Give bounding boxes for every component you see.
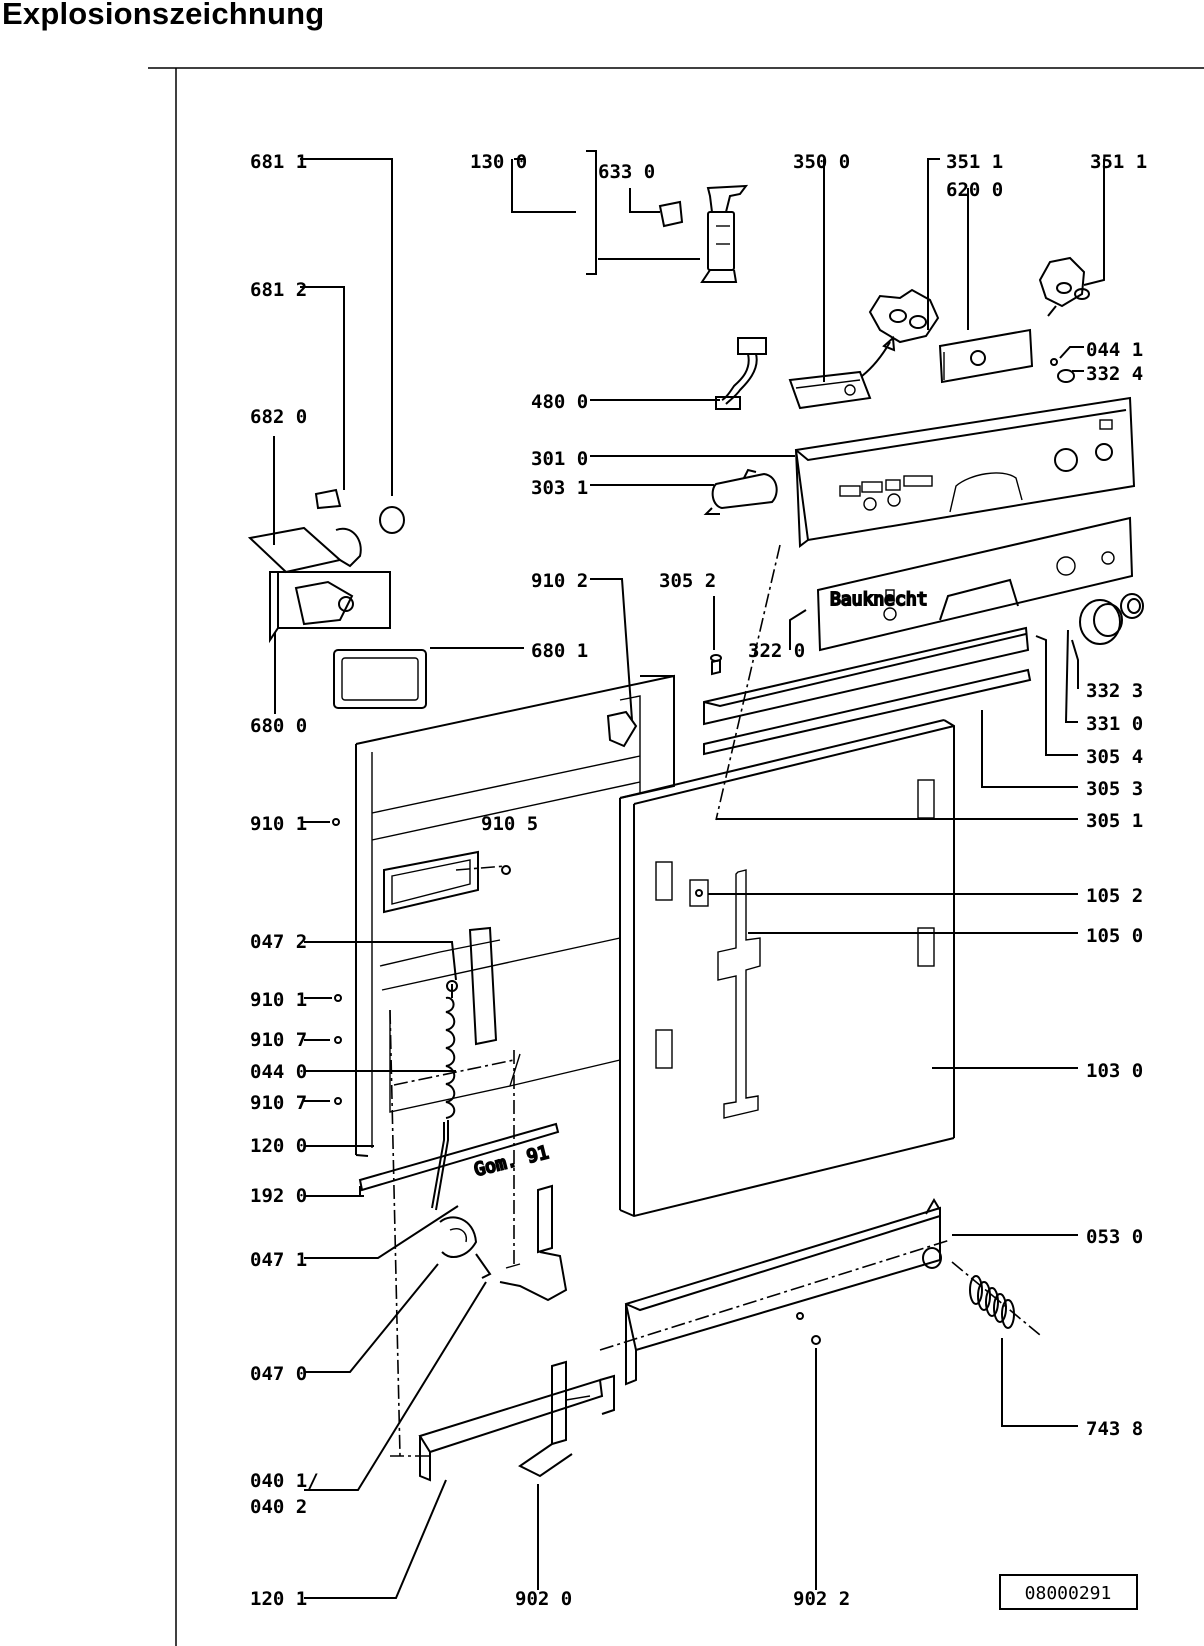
label-350-0: 350 0 <box>793 151 850 173</box>
assembly-axes <box>389 544 1041 1457</box>
label-910-5: 910 5 <box>481 813 538 835</box>
cable-harness-part <box>715 337 767 410</box>
label-040-1: 040 1/ <box>250 1470 319 1492</box>
knob-part <box>1079 593 1144 645</box>
label-120-1: 120 1 <box>250 1588 307 1610</box>
brand-mark: Bauknecht <box>830 589 928 610</box>
label-633-0: 633 0 <box>598 161 655 183</box>
label-902-0: 902 0 <box>515 1588 572 1610</box>
label-620-0: 620 0 <box>946 179 1003 201</box>
control-panel-part <box>794 396 1136 548</box>
label-130-0: 130 0 <box>470 151 527 173</box>
coil-spring-part <box>969 1275 1015 1329</box>
label-305-2: 305 2 <box>659 570 716 592</box>
label-910-7-a: 910 7 <box>250 1029 307 1051</box>
inner-door-panel-part <box>355 674 675 1157</box>
lower-brackets-part <box>418 1360 615 1482</box>
label-351-1-a: 351 1 <box>946 151 1003 173</box>
label-910-1-a: 910 1 <box>250 813 307 835</box>
gasket-stamp: Gom. 91 <box>472 1142 551 1181</box>
label-040-2: 040 2 <box>250 1496 307 1518</box>
label-044-1: 044 1 <box>1086 339 1143 361</box>
door-lock-part <box>658 184 749 283</box>
label-047-1: 047 1 <box>250 1249 307 1271</box>
label-105-0: 105 0 <box>1086 925 1143 947</box>
bottom-rail-part <box>624 1198 942 1386</box>
label-053-0: 053 0 <box>1086 1226 1143 1248</box>
front-fascia-part: Bauknecht <box>816 516 1134 652</box>
leader-lines <box>273 150 1105 1599</box>
label-047-0: 047 0 <box>250 1363 307 1385</box>
part-labels: 681 1 130 0 633 0 350 0 351 1 620 0 351 … <box>250 151 1147 1610</box>
label-681-1: 681 1 <box>250 151 307 173</box>
label-681-2: 681 2 <box>250 279 307 301</box>
hinge-parts <box>439 1184 568 1302</box>
drawing-number: 08000291 <box>1025 1583 1112 1604</box>
label-332-3: 332 3 <box>1086 680 1143 702</box>
label-480-0: 480 0 <box>531 391 588 413</box>
dispenser-part <box>247 488 427 709</box>
gasket-strip-part: Gom. 91 <box>358 1122 560 1197</box>
label-910-2: 910 2 <box>531 570 588 592</box>
label-105-2: 105 2 <box>1086 885 1143 907</box>
top-rails-part <box>703 626 1032 756</box>
door-handle-part <box>703 468 778 515</box>
label-047-2: 047 2 <box>250 931 307 953</box>
label-680-1: 680 1 <box>531 640 588 662</box>
label-103-0: 103 0 <box>1086 1060 1143 1082</box>
label-301-0: 301 0 <box>531 448 588 470</box>
label-910-7-b: 910 7 <box>250 1092 307 1114</box>
spring-part <box>431 984 456 1211</box>
label-331-0: 331 0 <box>1086 713 1143 735</box>
page-title: Explosionszeichnung <box>2 0 325 31</box>
switch-assembly-part <box>868 256 1090 384</box>
outer-door-part <box>619 719 955 1218</box>
label-743-8: 743 8 <box>1086 1418 1143 1440</box>
label-305-1: 305 1 <box>1086 810 1143 832</box>
label-192-0: 192 0 <box>250 1185 307 1207</box>
label-682-0: 682 0 <box>250 406 307 428</box>
screws-part <box>332 818 821 1345</box>
label-303-1: 303 1 <box>531 477 588 499</box>
drawing-number-box <box>999 1574 1138 1610</box>
label-680-0: 680 0 <box>250 715 307 737</box>
label-044-0: 044 0 <box>250 1061 307 1083</box>
label-910-1-b: 910 1 <box>250 989 307 1011</box>
label-332-4: 332 4 <box>1086 363 1143 385</box>
label-305-4: 305 4 <box>1086 746 1143 768</box>
circuit-board-part <box>788 335 896 410</box>
label-120-0: 120 0 <box>250 1135 307 1157</box>
label-305-3: 305 3 <box>1086 778 1143 800</box>
label-902-2: 902 2 <box>793 1588 850 1610</box>
label-351-1-b: 351 1 <box>1090 151 1147 173</box>
